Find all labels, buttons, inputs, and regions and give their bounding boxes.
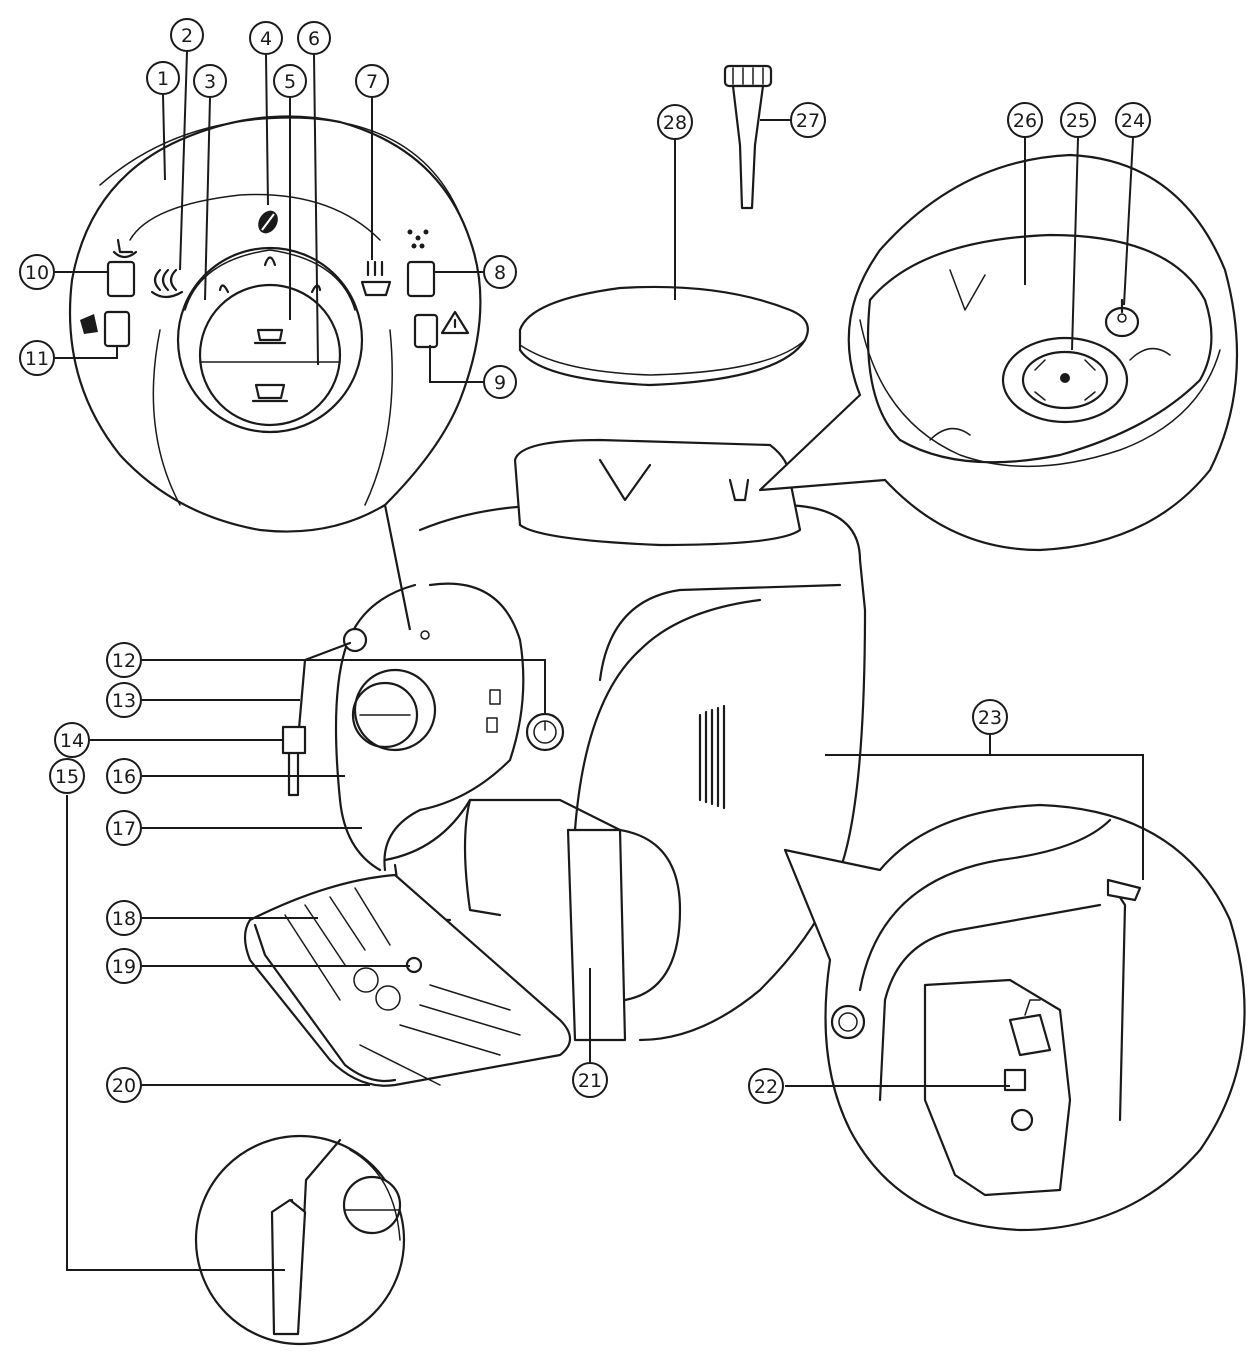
callout-27: 27 <box>790 102 826 138</box>
svg-text:5: 5 <box>284 71 296 93</box>
panel-button-steam-2x[interactable] <box>106 260 136 298</box>
callout-22: 22 <box>748 1068 784 1104</box>
svg-text:8: 8 <box>494 262 506 284</box>
water-spray-icon <box>407 229 429 249</box>
callout-8: 8 <box>483 255 517 289</box>
callout-5: 5 <box>273 64 307 98</box>
callout-3: 3 <box>193 64 227 98</box>
espresso-cup-icon <box>253 328 287 345</box>
machine-dial[interactable] <box>353 668 437 752</box>
drip-tray <box>243 873 572 1087</box>
grind-adjustment-knob[interactable] <box>1104 298 1140 338</box>
hot-water-icon <box>360 260 392 297</box>
wand-zoom <box>194 1134 406 1346</box>
callout-7: 7 <box>355 64 389 98</box>
steam-icon <box>150 268 184 299</box>
svg-text:1: 1 <box>157 68 169 90</box>
brew-group-zoom <box>783 803 1246 1232</box>
hopper-lid <box>518 285 809 387</box>
drip-tray-slots <box>284 887 521 1086</box>
grinder-plate <box>1001 336 1129 424</box>
callout-10: 10 <box>19 254 55 290</box>
callout-19: 19 <box>106 948 142 984</box>
svg-text:12: 12 <box>112 650 136 672</box>
warning-triangle-icon <box>440 310 470 335</box>
callout-12: 12 <box>106 642 142 678</box>
callout-11: 11 <box>19 340 55 376</box>
callout-23: 23 <box>972 699 1008 735</box>
callout-20: 20 <box>106 1067 142 1103</box>
callout-16: 16 <box>106 758 142 794</box>
callout-24: 24 <box>1115 102 1151 138</box>
svg-text:21: 21 <box>578 1070 602 1092</box>
svg-text:16: 16 <box>112 766 136 788</box>
machine-body <box>243 438 867 1087</box>
svg-text:19: 19 <box>112 956 136 978</box>
svg-text:25: 25 <box>1066 110 1090 132</box>
svg-text:18: 18 <box>112 908 136 930</box>
leader-lines <box>55 51 1144 1271</box>
svg-text:4: 4 <box>260 28 272 50</box>
callout-1: 1 <box>146 61 180 95</box>
coffee-bean-icon <box>258 210 278 234</box>
callout-25: 25 <box>1060 102 1096 138</box>
callouts: 1 2 3 4 5 6 7 8 9 10 11 12 13 14 15 16 1… <box>19 18 1151 1104</box>
callout-17: 17 <box>106 810 142 846</box>
callout-13: 13 <box>106 682 142 718</box>
svg-text:10: 10 <box>25 262 49 284</box>
svg-text:22: 22 <box>754 1076 778 1098</box>
svg-text:11: 11 <box>25 348 49 370</box>
callout-2: 2 <box>170 18 204 52</box>
svg-text:24: 24 <box>1121 110 1145 132</box>
steam-cup-2x-icon <box>112 238 138 259</box>
svg-text:28: 28 <box>663 112 687 134</box>
panel-button-warning[interactable] <box>413 313 439 349</box>
svg-text:20: 20 <box>112 1075 136 1097</box>
grind-adjustment-tool <box>723 64 773 210</box>
svg-text:13: 13 <box>112 690 136 712</box>
vent-slots <box>698 704 726 810</box>
svg-text:15: 15 <box>55 766 79 788</box>
hopper-zoom <box>758 153 1239 552</box>
coffee-cup-icon <box>251 383 289 403</box>
svg-text:23: 23 <box>978 707 1002 729</box>
svg-text:26: 26 <box>1013 110 1037 132</box>
power-button-zoom <box>830 1004 866 1040</box>
svg-text:6: 6 <box>308 28 320 50</box>
callout-9: 9 <box>483 365 517 399</box>
control-panel-zoom <box>68 115 482 631</box>
svg-text:14: 14 <box>60 730 84 752</box>
svg-text:27: 27 <box>796 110 820 132</box>
callout-18: 18 <box>106 900 142 936</box>
callout-14: 14 <box>54 722 90 758</box>
callout-21: 21 <box>572 1062 608 1098</box>
callout-15: 15 <box>49 758 85 794</box>
callout-6: 6 <box>297 21 331 55</box>
svg-text:7: 7 <box>366 71 378 93</box>
svg-text:9: 9 <box>494 372 506 394</box>
power-button[interactable] <box>525 712 565 752</box>
small-button-top[interactable] <box>489 689 501 705</box>
svg-text:17: 17 <box>112 818 136 840</box>
descale-icon <box>80 314 98 334</box>
svg-text:3: 3 <box>204 71 216 93</box>
callout-26: 26 <box>1007 102 1043 138</box>
callout-4: 4 <box>249 21 283 55</box>
small-button-bottom[interactable] <box>486 717 498 733</box>
callout-28: 28 <box>657 104 693 140</box>
brew-group <box>923 978 1072 1197</box>
panel-button-descale[interactable] <box>103 310 131 348</box>
panel-button-spray[interactable] <box>406 260 436 298</box>
svg-text:2: 2 <box>181 25 193 47</box>
